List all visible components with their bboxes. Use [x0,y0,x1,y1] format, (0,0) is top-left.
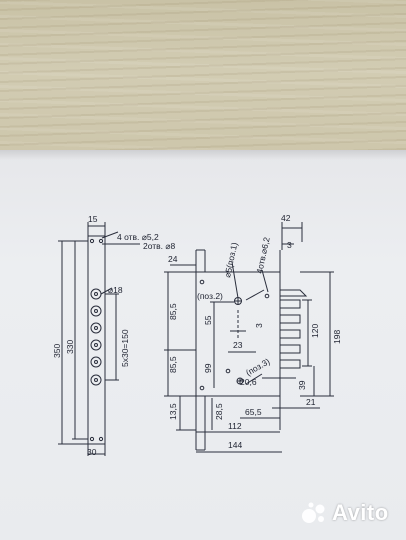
dim-holes-4: 4 отв. ⌀5,2 [117,232,159,242]
fixing-hole-icon [89,238,95,244]
dim-holes-2: 2отв. ⌀8 [143,241,176,251]
bolt-hole-icon [90,305,102,317]
dim-855a: 85,5 [168,303,178,320]
dim-120: 120 [310,324,320,338]
paper-sheet [0,150,406,540]
dim-3a: 3 [287,240,292,250]
paper-edge-shadow [0,150,406,160]
dim-21: 21 [306,397,316,407]
label-pos1: ⌀5(поз.1) [222,241,239,278]
bolt-hole-icon [90,374,102,386]
dim-15: 15 [88,214,98,224]
dim-99: 99 [203,363,213,373]
label-pos3: (поз.3) [244,356,272,378]
bolt-hole-icon [90,288,102,300]
dim-23: 23 [233,340,243,350]
fixing-hole-icon [98,436,104,442]
avito-logo-icon [302,502,325,523]
dim-d18: ⌀18 [108,285,123,295]
bolt-icon [279,299,301,309]
dim-pitch: 5х30=150 [120,329,130,367]
bolt-hole-icon [90,339,102,351]
dim-39: 39 [297,380,307,390]
dim-350: 350 [52,344,62,358]
bolt-icon [279,314,301,324]
dim-holes-4b: 4отв.⌀6,2 [254,236,272,275]
avito-watermark: Avito [300,500,389,526]
dim-655: 65,5 [245,407,262,417]
dim-285: 28,5 [214,403,224,420]
bolt-icon [279,359,301,369]
dim-3b: 3 [254,323,264,328]
wooden-table-background [0,0,406,158]
dim-42: 42 [281,213,291,223]
faceplate-outline [87,235,106,445]
fixing-hole-icon [89,436,95,442]
dim-112: 112 [228,421,242,431]
dim-24: 24 [168,254,178,264]
dim-198: 198 [332,330,342,344]
dim-30: 30 [87,447,97,457]
dim-135: 13,5 [168,403,178,420]
label-pos2: (поз.2) [197,291,223,301]
dim-144: 144 [228,440,242,450]
bolt-hole-icon [90,356,102,368]
fixing-hole-icon [98,238,104,244]
bolt-hole-icon [90,322,102,334]
latch-icon [280,289,308,297]
dim-206: 20,6 [240,377,257,387]
dim-855b: 85,5 [168,356,178,373]
bolt-icon [279,344,301,354]
bolt-icon [279,329,301,339]
dim-330: 330 [65,340,75,354]
avito-wordmark: Avito [332,500,389,525]
dim-55: 55 [203,315,213,325]
